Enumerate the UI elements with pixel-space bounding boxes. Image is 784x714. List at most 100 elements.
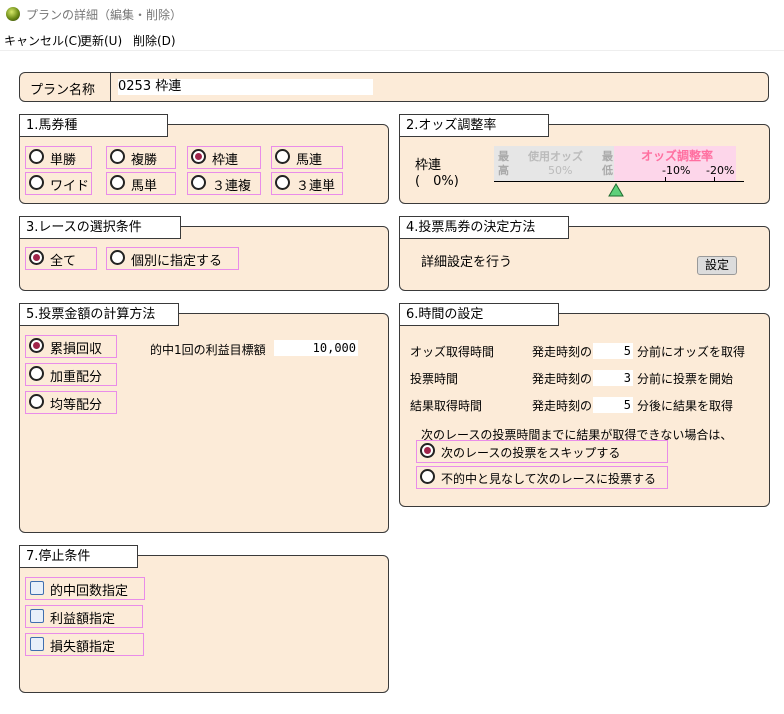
time-row-prefix: 発走時刻の [532,345,593,359]
radio-selected-icon [29,338,44,353]
odds-adjust-title: オッズ調整率 [641,149,714,163]
time-settings-title: 6.時間の設定 [399,303,559,326]
plan-name-input[interactable]: 0253 枠連 [118,79,373,95]
odds-tick-mark-20 [714,177,715,181]
bet-type-label: 枠連 [212,153,239,168]
plan-name-divider [110,73,111,101]
radio-icon [110,250,125,265]
window-title: プランの詳細（編集・削除） [26,8,183,22]
time-row-suffix: 分後に結果を取得 [637,399,734,413]
plan-name-value: 0253 枠連 [118,79,182,94]
odds-title: 2.オッズ調整率 [399,114,549,137]
radio-selected-icon [191,149,206,164]
amount-calc-label: 均等配分 [50,398,103,413]
time-row-value: 5 [623,344,631,358]
amount-calc-option[interactable]: 加重配分 [25,363,117,386]
radio-icon [275,175,290,190]
bet-type-option[interactable]: 複勝 [106,146,176,169]
time-row-input[interactable]: 5 [593,397,633,413]
menu-delete[interactable]: 削除(D) [133,34,176,48]
odds-min-bottom: 低 [602,164,613,177]
bet-type-option[interactable]: 枠連 [187,146,261,169]
menu-cancel[interactable]: キャンセル(C) [4,34,82,48]
race-cond-label: 個別に指定する [131,254,223,269]
time-row-input[interactable]: 3 [593,370,633,386]
race-cond-title: 3.レースの選択条件 [19,216,181,239]
stop-cond-label: 的中回数指定 [50,584,129,599]
stop-cond-label: 損失額指定 [50,640,116,655]
radio-icon [275,149,290,164]
amount-calc-option[interactable]: 累損回収 [25,335,117,358]
bet-type-option[interactable]: 馬単 [106,172,176,195]
amount-calc-label: 累損回収 [50,342,103,357]
odds-rate-label: ( 0%) [415,174,459,189]
target-profit-label: 的中1回の利益目標額 [150,343,266,357]
amount-calc-title: 5.投票金額の計算方法 [19,303,179,326]
app-icon [6,7,20,21]
bet-type-label: ワイド [50,179,90,194]
radio-icon [29,175,44,190]
race-cond-label: 全て [50,254,77,269]
fallback-option-lose[interactable]: 不的中と見なして次のレースに投票する [416,466,668,489]
time-row-label: 投票時間 [410,372,459,386]
odds-max-top: 最 [498,150,509,163]
fallback-option-skip[interactable]: 次のレースの投票をスキップする [416,440,668,463]
radio-icon [191,175,206,190]
time-note: 次のレースの投票時間までに結果が取得できない場合は、 [421,428,733,442]
race-cond-option[interactable]: 個別に指定する [106,247,239,270]
race-cond-option[interactable]: 全て [25,247,97,270]
bet-type-label: 馬連 [296,153,323,168]
menu-update[interactable]: 更新(U) [80,34,123,48]
bet-type-label: 単勝 [50,153,77,168]
bet-type-option[interactable]: ３連複 [187,172,261,195]
bet-type-option[interactable]: 馬連 [271,146,343,169]
radio-icon [29,366,44,381]
amount-calc-label: 加重配分 [50,370,103,385]
odds-used-title: 使用オッズ [528,150,583,163]
target-profit-value: 10,000 [312,341,356,355]
time-row-prefix: 発走時刻の [532,372,593,386]
odds-used-value: 50% [548,164,573,177]
stop-cond-option[interactable]: 損失額指定 [25,633,144,656]
target-profit-input[interactable]: 10,000 [274,340,358,356]
time-row-input[interactable]: 5 [593,343,633,359]
time-row-label: オッズ取得時間 [410,345,495,359]
odds-bet-label: 枠連 [415,158,442,173]
bet-type-title: 1.馬券種 [19,114,168,137]
bet-type-label: 複勝 [131,153,158,168]
title-bar: プランの詳細（編集・削除） [0,0,784,28]
bet-type-option[interactable]: ワイド [25,172,92,195]
stop-cond-label: 利益額指定 [50,612,116,627]
ticket-method-title: 4.投票馬券の決定方法 [399,216,569,239]
time-row-label: 結果取得時間 [410,399,483,413]
menu-bar: キャンセル(C) 更新(U) 削除(D) [0,30,784,51]
time-row-suffix: 分前にオッズを取得 [637,345,746,359]
plan-name-label: プラン名称 [30,83,96,98]
stop-cond-option[interactable]: 利益額指定 [25,605,143,628]
bet-type-option[interactable]: 単勝 [25,146,92,169]
bet-type-label: ３連単 [296,179,336,194]
radio-icon [110,175,125,190]
fallback-label: 不的中と見なして次のレースに投票する [441,472,657,486]
bet-type-option[interactable]: ３連単 [271,172,343,195]
stop-cond-title: 7.停止条件 [19,545,138,568]
stop-cond-option[interactable]: 的中回数指定 [25,577,145,600]
radio-icon [420,469,435,484]
time-row-value: 3 [623,371,631,385]
radio-icon [110,149,125,164]
odds-tick-10: -10% [662,164,691,177]
ticket-method-desc: 詳細設定を行う [421,255,513,270]
odds-used-zone: 最 高 使用オッズ 50% 最 低 [494,146,614,181]
odds-max-bottom: 高 [498,164,509,177]
odds-adjust-zone: オッズ調整率 -10% -20% [614,146,736,181]
bet-type-label: 馬単 [131,179,158,194]
time-row-prefix: 発走時刻の [532,399,593,413]
fallback-label: 次のレースの投票をスキップする [441,446,621,460]
radio-selected-icon [29,250,44,265]
settings-button[interactable]: 設定 [697,256,737,275]
amount-calc-option[interactable]: 均等配分 [25,391,117,414]
plan-name-bar: プラン名称 0253 枠連 [19,72,769,102]
time-row-value: 5 [623,398,631,412]
odds-slider-thumb[interactable] [608,183,624,197]
radio-selected-icon [420,443,435,458]
